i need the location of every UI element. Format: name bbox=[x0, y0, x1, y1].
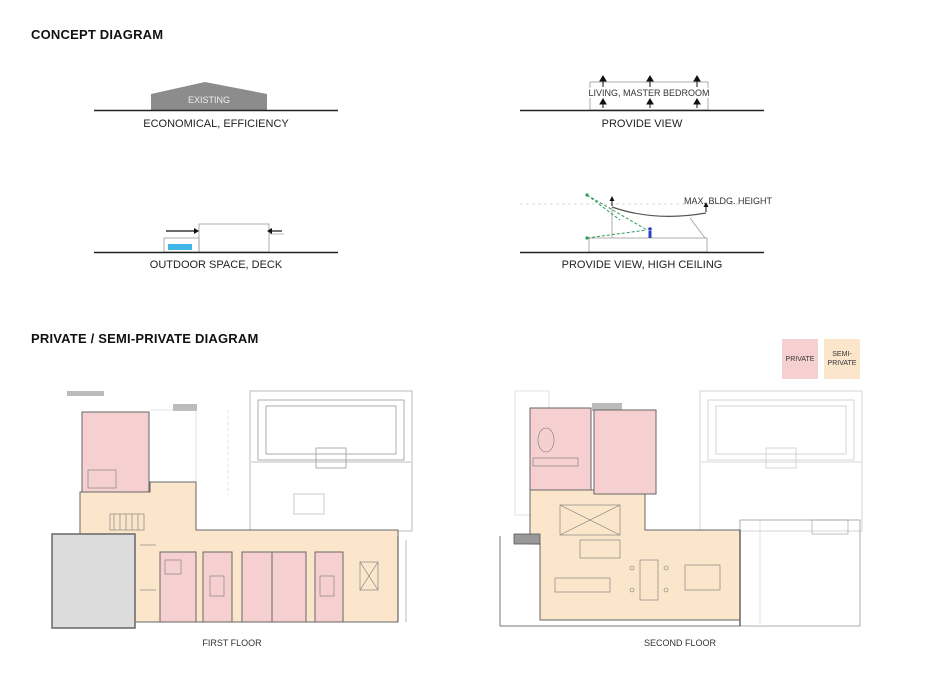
max-height-label: MAX. BLDG. HEIGHT bbox=[684, 196, 773, 206]
semi-private-zone bbox=[529, 489, 741, 621]
private-room bbox=[159, 551, 197, 623]
living-label: LIVING, MASTER BEDROOM bbox=[588, 88, 710, 98]
outdoor-caption: OUTDOOR SPACE, DECK bbox=[149, 259, 283, 271]
private-room bbox=[241, 551, 273, 623]
curved-roof bbox=[611, 206, 707, 217]
private-room bbox=[202, 551, 233, 623]
second-floor-plan bbox=[499, 390, 863, 627]
private-room bbox=[314, 551, 344, 623]
private-room bbox=[271, 551, 307, 623]
legend-private: PRIVATE bbox=[782, 339, 818, 379]
concept-provide-view bbox=[520, 75, 764, 112]
private-diagram-heading: PRIVATE / SEMI-PRIVATE DIAGRAM bbox=[31, 331, 259, 346]
first-floor-plan bbox=[51, 390, 413, 629]
view-arrows bbox=[599, 75, 701, 108]
legend-semi-private: SEMI- PRIVATE bbox=[824, 339, 860, 379]
second-floor-caption: SECOND FLOOR bbox=[643, 638, 716, 648]
person-icon bbox=[648, 227, 652, 238]
house-volume bbox=[198, 223, 270, 253]
existing-house-shape bbox=[151, 82, 267, 110]
pool-shape bbox=[168, 244, 192, 250]
high-ceiling-caption: PROVIDE VIEW, HIGH CEILING bbox=[561, 259, 723, 271]
provide-view-caption: PROVIDE VIEW bbox=[601, 118, 683, 130]
private-room bbox=[593, 409, 657, 495]
concept-high-ceiling bbox=[520, 193, 764, 254]
concept-diagram-heading: CONCEPT DIAGRAM bbox=[31, 27, 164, 42]
private-room bbox=[81, 411, 150, 493]
concept-economical bbox=[94, 82, 338, 112]
garage bbox=[51, 533, 136, 629]
existing-label: EXISTING bbox=[187, 95, 230, 105]
economical-caption: ECONOMICAL, EFFICIENCY bbox=[143, 118, 289, 130]
concept-outdoor bbox=[94, 223, 338, 254]
private-room bbox=[529, 407, 592, 491]
lower-volume bbox=[588, 237, 708, 253]
first-floor-caption: FIRST FLOOR bbox=[202, 638, 262, 648]
sightlines bbox=[586, 194, 648, 239]
